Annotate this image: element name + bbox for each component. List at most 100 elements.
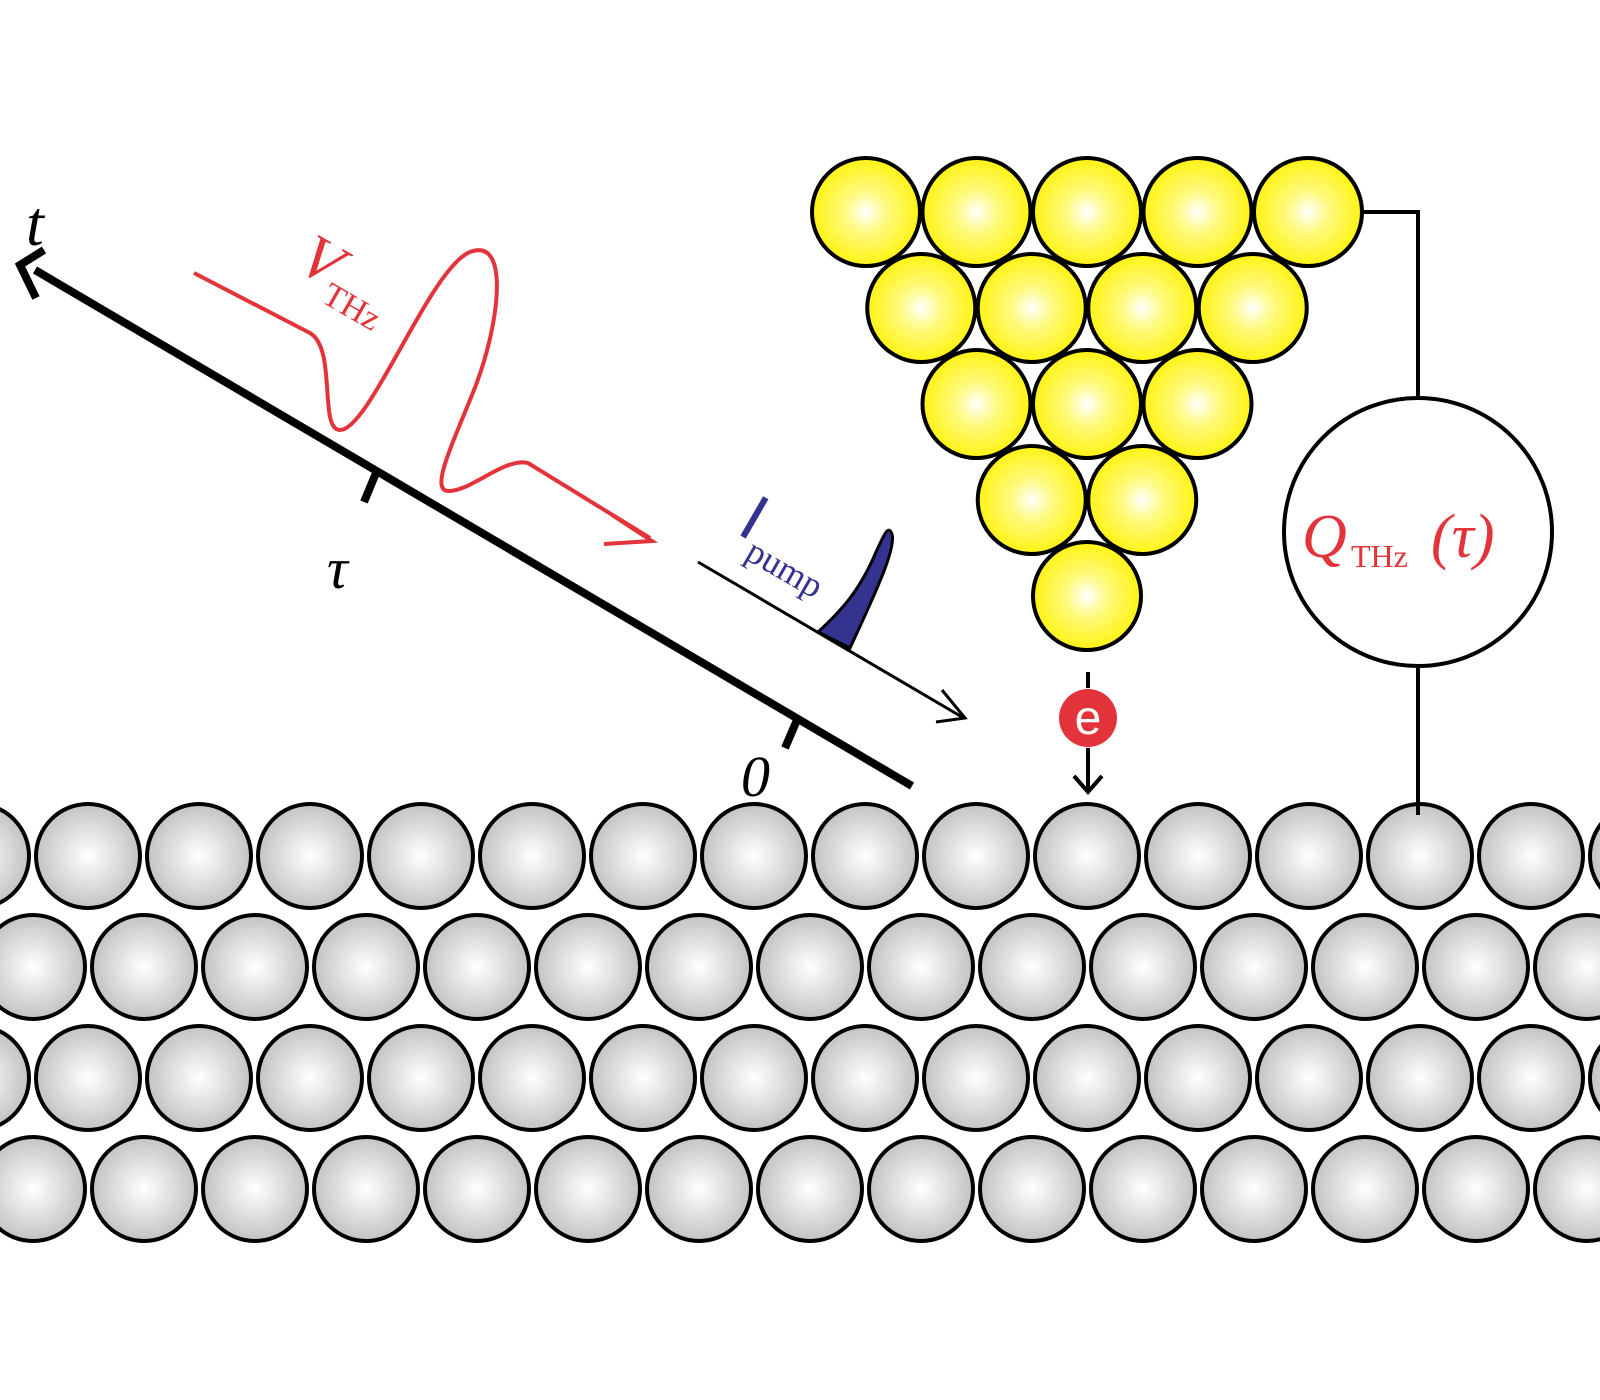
electron-label: e bbox=[1075, 692, 1102, 745]
meter-label-q: Q bbox=[1302, 503, 1347, 571]
meter-circle bbox=[1282, 396, 1554, 668]
tip-atom bbox=[1141, 348, 1254, 460]
tip-atom bbox=[865, 252, 978, 364]
substrate-atom bbox=[1533, 1135, 1600, 1243]
substrate-atom bbox=[423, 913, 531, 1021]
substrate-atom bbox=[478, 802, 586, 910]
substrate-atom bbox=[1033, 802, 1141, 910]
substrate-atom bbox=[922, 802, 1030, 910]
substrate-atom bbox=[756, 1135, 864, 1243]
substrate-atom bbox=[1311, 1135, 1419, 1243]
tau-tick-mark bbox=[360, 471, 380, 504]
substrate-atom bbox=[1255, 1024, 1363, 1132]
substrate-atom bbox=[145, 802, 253, 910]
substrate-atom bbox=[1422, 1135, 1530, 1243]
circuit-wire bbox=[1363, 210, 1420, 815]
substrate-lattice bbox=[0, 802, 1600, 1243]
substrate-atom bbox=[1311, 913, 1419, 1021]
substrate-atom bbox=[700, 1024, 808, 1132]
substrate-atom bbox=[756, 913, 864, 1021]
substrate-atom bbox=[0, 1135, 87, 1243]
meter-label-q-sub: THz bbox=[1351, 538, 1408, 574]
tip-atom bbox=[1252, 156, 1364, 268]
zero-tick-label: 0 bbox=[741, 744, 770, 809]
substrate-atom bbox=[1033, 1024, 1141, 1132]
substrate-atom bbox=[589, 802, 697, 910]
tip-atom bbox=[810, 156, 922, 268]
substrate-atom bbox=[811, 1024, 919, 1132]
substrate-atom bbox=[312, 913, 420, 1021]
electron-icon bbox=[1059, 689, 1117, 747]
substrate-atom bbox=[1089, 913, 1197, 1021]
substrate-atom bbox=[1200, 1135, 1308, 1243]
substrate-atom bbox=[312, 1135, 420, 1243]
substrate-atom bbox=[1144, 1024, 1252, 1132]
tip-atom bbox=[1086, 444, 1199, 556]
substrate-atom bbox=[1366, 1024, 1474, 1132]
tip-atom bbox=[1031, 348, 1143, 460]
substrate-atom bbox=[811, 802, 919, 910]
pump-arrowhead bbox=[935, 689, 968, 724]
substrate-atom bbox=[978, 1135, 1086, 1243]
tip-atom bbox=[1196, 252, 1309, 364]
substrate-atom bbox=[534, 1135, 642, 1243]
substrate-atom bbox=[1200, 913, 1308, 1021]
substrate-atom bbox=[145, 1024, 253, 1132]
thz-pulse-arrowhead bbox=[603, 513, 659, 546]
substrate-atom bbox=[478, 1024, 586, 1132]
substrate-atom bbox=[423, 1135, 531, 1243]
time-axis-arrowhead bbox=[14, 246, 47, 300]
substrate-atom bbox=[0, 807, 31, 905]
substrate-atom bbox=[201, 913, 309, 1021]
tip-atom bbox=[1141, 156, 1254, 268]
substrate-atom bbox=[1588, 822, 1600, 890]
substrate-atom bbox=[1422, 913, 1530, 1021]
tip-atom bbox=[975, 444, 1088, 556]
tau-tick-label: τ bbox=[327, 536, 350, 601]
substrate-atom bbox=[1255, 802, 1363, 910]
zero-tick-mark bbox=[781, 718, 801, 750]
substrate-atom bbox=[34, 802, 142, 910]
substrate-atom bbox=[1089, 1135, 1197, 1243]
substrate-atom bbox=[645, 1135, 753, 1243]
tip-atom bbox=[1086, 252, 1199, 364]
substrate-atom bbox=[0, 913, 87, 1021]
tip-atom bbox=[1031, 540, 1143, 652]
substrate-atom bbox=[90, 1135, 198, 1243]
substrate-atom bbox=[0, 1029, 31, 1127]
pump-peak bbox=[815, 528, 895, 651]
substrate-atom bbox=[645, 913, 753, 1021]
substrate-atom bbox=[1477, 802, 1585, 910]
tip-atom bbox=[1031, 156, 1143, 268]
substrate-atom bbox=[34, 1024, 142, 1132]
substrate-atom bbox=[1477, 1024, 1585, 1132]
substrate-atom bbox=[1366, 802, 1474, 910]
electron-transfer: e bbox=[1059, 672, 1117, 796]
substrate-atom bbox=[589, 1024, 697, 1132]
time-axis: t τ 0 bbox=[14, 188, 915, 809]
substrate-atom bbox=[978, 913, 1086, 1021]
charge-meter: Q THz (τ) bbox=[1282, 396, 1554, 668]
substrate-atom bbox=[201, 1135, 309, 1243]
substrate-atom bbox=[867, 1135, 975, 1243]
electron-arrow-icon bbox=[1072, 774, 1104, 796]
substrate-atom bbox=[867, 913, 975, 1021]
substrate-atom bbox=[922, 1024, 1030, 1132]
substrate-atom bbox=[367, 1024, 475, 1132]
substrate-atom bbox=[256, 802, 364, 910]
thz-pulse-curve bbox=[193, 248, 652, 540]
substrate-atom bbox=[1533, 913, 1600, 1021]
meter-label-q-arg: (τ) bbox=[1431, 503, 1494, 571]
substrate-atom bbox=[1144, 802, 1252, 910]
substrate-atom bbox=[367, 802, 475, 910]
tip-atom bbox=[920, 156, 1033, 268]
substrate-atom bbox=[256, 1024, 364, 1132]
tip-atom bbox=[920, 348, 1033, 460]
tip-atom bbox=[975, 252, 1088, 364]
substrate-atom bbox=[700, 802, 808, 910]
t-axis-label: t bbox=[26, 188, 46, 259]
substrate-atom bbox=[534, 913, 642, 1021]
substrate-atom bbox=[90, 913, 198, 1021]
